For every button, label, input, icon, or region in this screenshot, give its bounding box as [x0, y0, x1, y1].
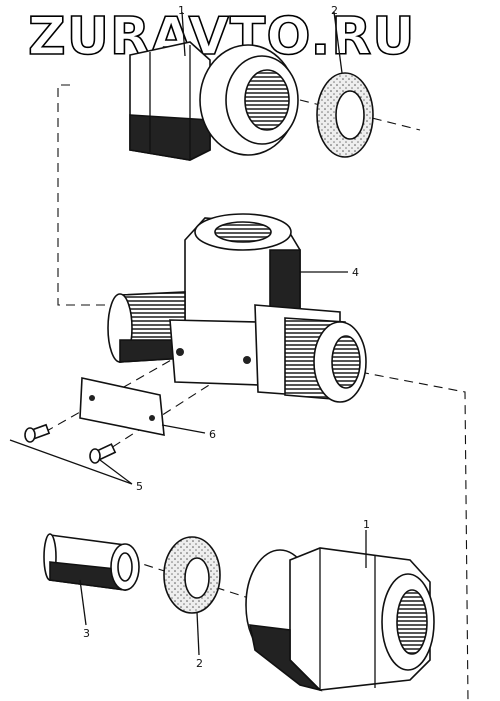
leader-plate [161, 424, 206, 434]
callout-nut-bottom: 1 [363, 518, 370, 531]
callout-bushing: 3 [83, 627, 90, 640]
screw-2 [89, 443, 117, 464]
leader-bushing [79, 579, 87, 626]
callout-plate: 6 [209, 428, 216, 441]
sealing-ring-top [316, 72, 374, 158]
callout-screws: 5 [136, 480, 143, 493]
callout-ring-bottom: 2 [196, 657, 203, 670]
screw-1 [24, 423, 51, 443]
sealing-ring-bottom [163, 536, 221, 614]
tee-fitting [107, 213, 367, 403]
leader-ring-top [333, 11, 343, 74]
watermark-text: ZURAVTO.RU [28, 7, 415, 67]
callout-nut-top: 1 [178, 4, 185, 17]
assembly-axis-bottom [359, 371, 469, 701]
cover-plate [79, 377, 165, 436]
callout-tee: 4 [352, 266, 359, 279]
leader-ring-bottom [196, 611, 200, 656]
leader-nut-top [181, 11, 186, 57]
assembly-axis-top [57, 84, 115, 306]
callout-ring-top: 2 [331, 4, 338, 17]
union-nut-bottom [245, 547, 435, 692]
bushing [43, 533, 140, 591]
union-nut-top [129, 41, 299, 161]
leader-screws [9, 439, 133, 485]
